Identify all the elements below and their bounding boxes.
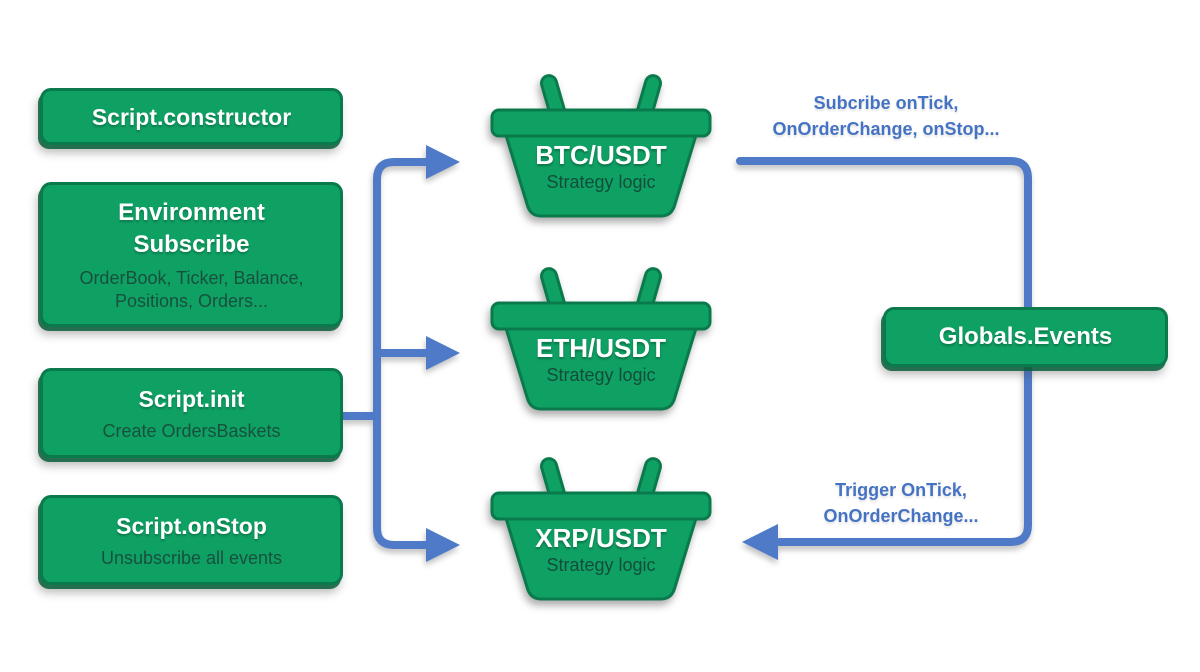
script-onstop-subtitle: Unsubscribe all events xyxy=(100,547,283,568)
globals-events-box: Globals.Events xyxy=(883,307,1168,367)
basket-caption: Strategy logic xyxy=(546,365,656,385)
basket-rim xyxy=(490,301,712,331)
basket-caption: Strategy logic xyxy=(546,555,656,575)
basket-pair-label: BTC/USDT xyxy=(535,140,667,170)
script-init-title: Script.init xyxy=(138,385,245,412)
subscribe-annotation: Subcribe onTick, OnOrderChange, onStop..… xyxy=(716,90,1056,142)
shopping-basket-icon xyxy=(490,457,712,601)
script-init-subtitle: Create OrdersBaskets xyxy=(102,420,281,441)
basket-pair-label: XRP/USDT xyxy=(535,523,667,553)
script-constructor-box: Script.constructor xyxy=(40,88,343,145)
basket-rim xyxy=(490,108,712,138)
environment-title-line2: Subscribe xyxy=(133,230,250,258)
environment-subtitle-line1: OrderBook, Ticker, Balance, xyxy=(79,267,304,288)
arrowhead-btc-icon xyxy=(426,145,460,179)
basket-caption: Strategy logic xyxy=(546,172,656,192)
basket-rim xyxy=(490,491,712,521)
basket-body xyxy=(503,513,699,601)
trigger-annotation-line2: OnOrderChange... xyxy=(823,506,979,526)
arrowhead-trigger-icon xyxy=(742,524,778,560)
arrowhead-xrp-icon xyxy=(426,528,460,562)
environment-subscribe-box: Environment Subscribe OrderBook, Ticker,… xyxy=(40,182,343,327)
basket-btc: BTC/USDT Strategy logic xyxy=(489,70,713,220)
trigger-annotation: Trigger OnTick, OnOrderChange... xyxy=(731,477,1071,529)
script-init-box: Script.init Create OrdersBaskets xyxy=(40,368,343,458)
script-constructor-title: Script.constructor xyxy=(91,103,292,130)
script-onstop-box: Script.onStop Unsubscribe all events xyxy=(40,495,343,585)
basket-pair-label: ETH/USDT xyxy=(536,333,666,363)
environment-subtitle-line2: Positions, Orders... xyxy=(114,290,269,311)
environment-title-line1: Environment xyxy=(118,198,265,226)
trigger-annotation-line1: Trigger OnTick, xyxy=(835,480,967,500)
basket-xrp: XRP/USDT Strategy logic xyxy=(489,453,713,603)
subscribe-annotation-line1: Subcribe onTick, xyxy=(813,93,959,113)
shopping-basket-icon xyxy=(490,74,712,218)
script-onstop-title: Script.onStop xyxy=(116,512,267,539)
globals-events-title: Globals.Events xyxy=(938,323,1113,350)
basket-body xyxy=(503,323,699,411)
shopping-basket-icon xyxy=(490,267,712,411)
basket-eth: ETH/USDT Strategy logic xyxy=(489,263,713,413)
arrowhead-eth-icon xyxy=(426,336,460,370)
basket-body xyxy=(503,130,699,218)
subscribe-annotation-line2: OnOrderChange, onStop... xyxy=(772,119,1000,139)
